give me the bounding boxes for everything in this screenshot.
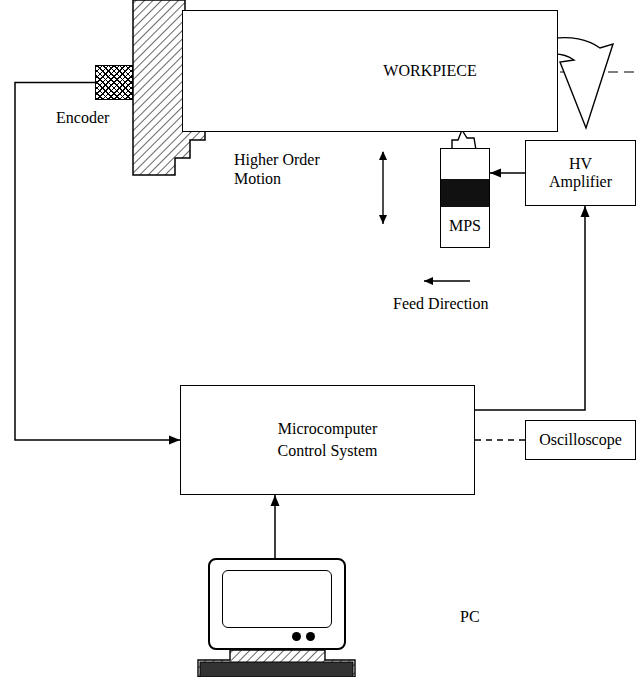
node-label: WORKPIECE (383, 62, 476, 80)
monitor-knob (306, 632, 315, 641)
signal-line (475, 439, 525, 441)
controller-box: Microcomputer Control System (180, 385, 475, 495)
node-label: PC (460, 608, 480, 626)
motion-label: Higher Order Motion (234, 150, 356, 188)
node-label: Encoder (56, 109, 109, 127)
workpiece: WORKPIECE (182, 10, 558, 132)
node-label: HV Amplifier (541, 155, 621, 192)
piezo-stack (441, 179, 489, 207)
node-label: Microcomputer Control System (263, 418, 393, 461)
mps-actuator: MPS (440, 148, 490, 248)
feed-label: Feed Direction (393, 294, 489, 313)
monitor-screen (222, 570, 332, 628)
keyboard-body (200, 662, 353, 677)
encoder-box: Encoder (95, 65, 133, 100)
pc-monitor: PC (208, 558, 346, 650)
cutting-tool (452, 130, 476, 150)
signal-line (274, 495, 276, 558)
monitor-knob (292, 632, 301, 641)
feed-arrow (424, 280, 470, 281)
oscilloscope-box: Oscilloscope (525, 420, 636, 460)
signal-line (475, 206, 585, 410)
keyboard (198, 650, 355, 677)
node-label: MPS (449, 217, 481, 235)
motion-arrow (382, 152, 383, 224)
node-label: Oscilloscope (539, 431, 622, 449)
amplifier-box: HV Amplifier (525, 140, 636, 206)
signal-line (490, 172, 525, 174)
signal-line (15, 83, 180, 441)
